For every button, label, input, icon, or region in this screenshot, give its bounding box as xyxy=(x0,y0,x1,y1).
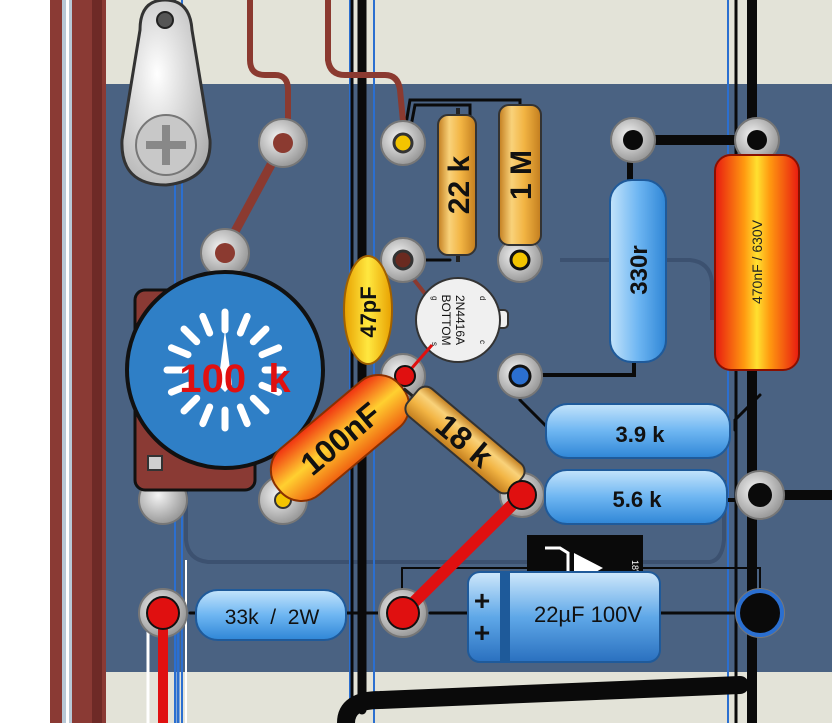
resistor-label: 1 M xyxy=(505,150,538,200)
wood-rail-highlight xyxy=(66,0,69,723)
dial-tick xyxy=(249,325,270,346)
transistor-pin-d: d xyxy=(478,296,487,300)
dial-tick xyxy=(199,403,214,428)
pot-label: 100 k xyxy=(179,357,291,401)
transistor-line2: 2N4416A xyxy=(453,295,467,345)
pad-center xyxy=(509,249,531,271)
dial-tick xyxy=(249,394,270,415)
pad-center xyxy=(392,249,414,271)
resistor-330r: 330r xyxy=(609,179,667,363)
dial-tick xyxy=(199,312,214,337)
resistor-22k: 22 k xyxy=(437,108,477,262)
capacitor-label: 470nF / 630V xyxy=(749,219,765,304)
pad-center xyxy=(508,364,532,388)
ground-node xyxy=(736,589,784,637)
resistor-label: 330r xyxy=(626,245,653,294)
resistor-body xyxy=(437,114,477,256)
pot-key xyxy=(147,455,163,471)
red-node xyxy=(146,596,180,630)
red-node xyxy=(394,365,416,387)
mounting-lug-icon xyxy=(120,0,212,187)
transistor-pin-g: g xyxy=(430,296,439,300)
dial-tick xyxy=(258,381,283,396)
dial-tick xyxy=(180,325,201,346)
resistor-label: 22 k xyxy=(443,155,476,214)
dial-tick xyxy=(236,312,251,337)
zener-label: 18V xyxy=(630,560,640,576)
pad-center xyxy=(748,483,772,507)
red-wire xyxy=(397,489,528,619)
dial-tick xyxy=(167,344,192,359)
red-node xyxy=(507,480,537,510)
pad-center xyxy=(623,130,643,150)
capacitor-plus: + xyxy=(474,617,490,648)
resistor-1m: 1 M xyxy=(498,104,542,246)
transistor-pin-c: c xyxy=(478,340,487,344)
capacitor-label: 47pF xyxy=(356,286,381,337)
dial-tick xyxy=(167,381,192,396)
capacitor-label: 22µF 100V xyxy=(534,602,642,627)
pad-center xyxy=(273,133,293,153)
pot-ticks xyxy=(163,308,287,432)
dial-tick xyxy=(258,344,283,359)
pad-center xyxy=(215,243,235,263)
pad-center xyxy=(747,130,767,150)
red-node xyxy=(386,596,420,630)
resistor-body xyxy=(498,104,542,246)
dial-tick xyxy=(236,403,251,428)
electrolytic-capacitor: + + 22µF 100V xyxy=(467,571,661,663)
resistor-label: 3.9 k xyxy=(616,422,666,447)
dial-tick xyxy=(180,394,201,415)
capacitor-470nf: 470nF / 630V xyxy=(714,154,800,371)
resistor-label: 5.6 k xyxy=(613,487,663,512)
capacitor-band xyxy=(500,572,510,662)
transistor-line1: BOTTOM xyxy=(439,294,453,345)
page-margin xyxy=(0,0,50,723)
transistor-pin-s: s xyxy=(430,342,439,346)
resistor-33k-2w: 33k / 2W xyxy=(195,589,347,641)
pot-pointer xyxy=(218,330,232,392)
resistor-label: 33k / 2W xyxy=(225,606,320,629)
transistor: BOTTOM 2N4416A g d s c xyxy=(415,277,509,363)
resistor-3-9k: 3.9 k xyxy=(545,403,731,459)
wood-rail-shadow xyxy=(92,0,102,723)
capacitor-plus: + xyxy=(474,585,490,616)
potentiometer: 100 k xyxy=(125,270,325,492)
resistor-5-6k: 5.6 k xyxy=(544,469,728,525)
pad-center xyxy=(392,132,414,154)
capacitor-47pf: 47pF xyxy=(343,255,393,365)
